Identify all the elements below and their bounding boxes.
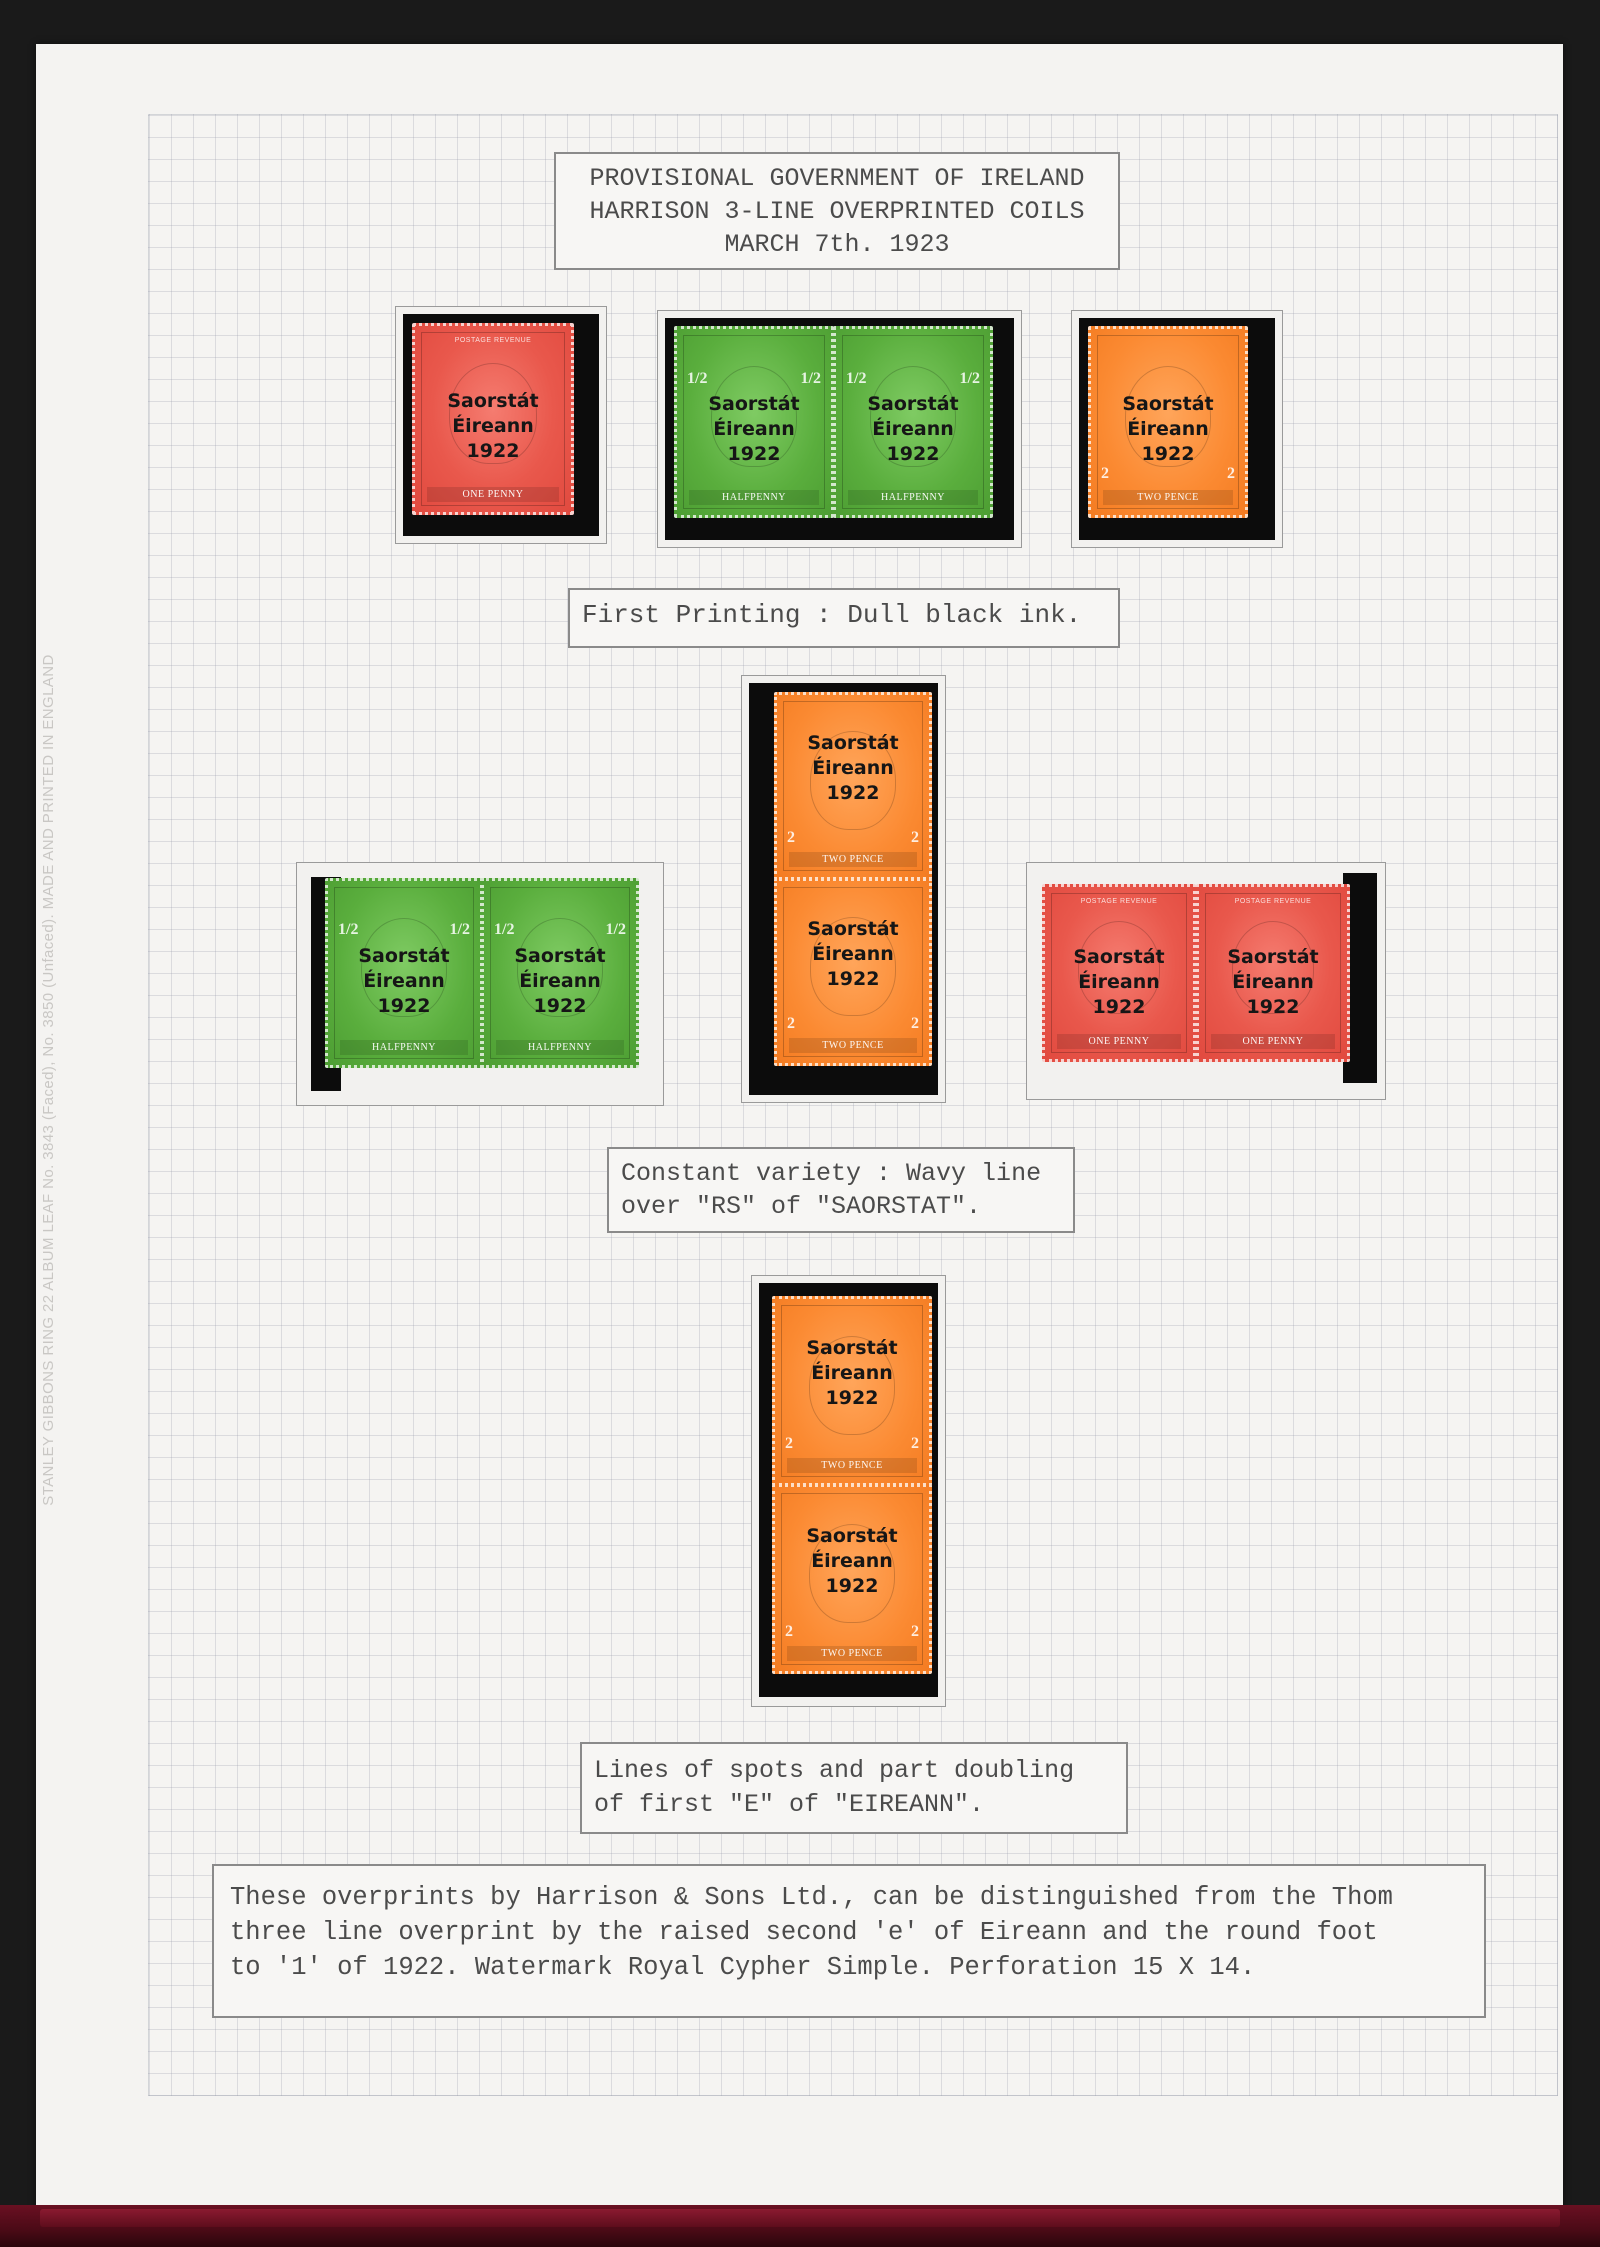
page-title-box: PROVISIONAL GOVERNMENT OF IRELAND HARRIS… bbox=[554, 152, 1120, 270]
title-line-3: MARCH 7th. 1923 bbox=[724, 230, 950, 259]
binder-edge bbox=[0, 2205, 1600, 2247]
note-constant-variety: Constant variety : Wavy line over "RS" o… bbox=[607, 1147, 1075, 1233]
album-leaf-imprint: STANLEY GIBBONS RING 22 ALBUM LEAF No. 3… bbox=[40, 654, 57, 1506]
title-line-1: PROVISIONAL GOVERNMENT OF IRELAND bbox=[589, 164, 1085, 193]
title-line-2: HARRISON 3-LINE OVERPRINTED COILS bbox=[589, 197, 1085, 226]
note-lines-of-spots: Lines of spots and part doubling of firs… bbox=[580, 1742, 1128, 1834]
note-first-printing: First Printing : Dull black ink. bbox=[568, 588, 1120, 648]
note-footer: These overprints by Harrison & Sons Ltd.… bbox=[212, 1864, 1486, 2018]
